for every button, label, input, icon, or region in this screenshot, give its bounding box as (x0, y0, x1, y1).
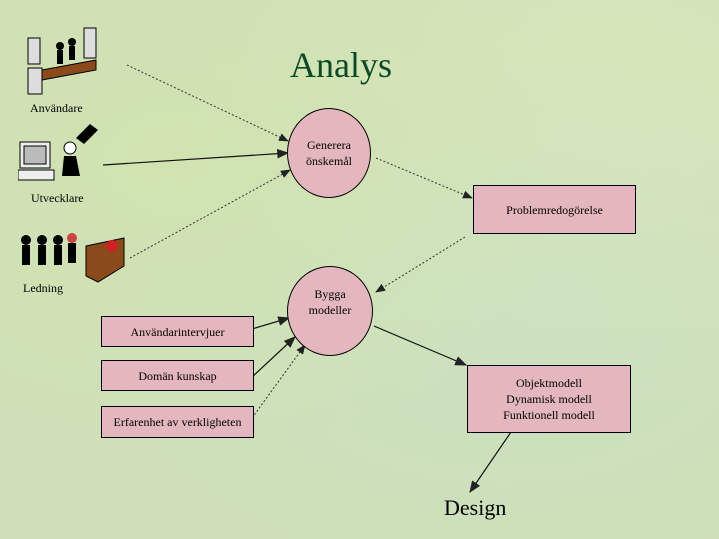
box-modeller-funktionell: Funktionell modell (503, 408, 595, 422)
management-group-icon (21, 233, 125, 283)
arrow-erfarenhet-to-bygga (251, 344, 306, 419)
box-modeller: Objektmodell Dynamisk modell Funktionell… (467, 365, 631, 433)
box-modeller-objekt: Objektmodell (515, 376, 582, 390)
node-bygga-modeller: Bygga modeller (287, 266, 373, 356)
arrow-generera-to-problem (375, 157, 473, 199)
node-generera-line1: Generera (307, 138, 351, 152)
arrow-anvandare-to-generera (126, 64, 289, 142)
box-erfarenhet: Erfarenhet av verkligheten (101, 406, 254, 438)
arrow-problem-to-bygga (375, 236, 466, 293)
box-erfarenhet-label: Erfarenhet av verkligheten (113, 415, 242, 429)
box-anvandarintervjuer: Användarintervjuer (101, 316, 254, 347)
box-doman-kunskap-label: Domän kunskap (138, 368, 217, 383)
design-label: Design (444, 495, 507, 520)
arrow-modeller-to-design (469, 431, 512, 493)
node-bygga-line2: modeller (308, 303, 352, 317)
actor-label-ledning: Ledning (23, 281, 63, 295)
actor-label-anvandare: Användare (30, 101, 83, 115)
node-bygga-line1: Bygga (314, 287, 346, 301)
arrow-utvecklare-to-generera (102, 148, 290, 166)
arrow-ledning-to-generera (129, 169, 291, 259)
node-generera-onskemal: Generera önskemål (287, 108, 371, 198)
box-problemredogorelse-label: Problemredogörelse (506, 202, 603, 217)
actor-label-utvecklare: Utvecklare (31, 191, 84, 205)
arrow-intervjuer-to-bygga (251, 316, 291, 330)
developer-computer-icon (18, 124, 98, 181)
node-generera-line2: önskemål (306, 154, 352, 168)
box-problemredogorelse: Problemredogörelse (473, 185, 636, 234)
page-title: Analys (290, 45, 392, 85)
arrow-bygga-to-modeller (373, 325, 468, 366)
users-at-desk-icon (27, 27, 97, 95)
arrow-doman-to-bygga (251, 336, 296, 378)
box-modeller-dynamisk: Dynamisk modell (506, 392, 592, 406)
box-anvandarintervjuer-label: Användarintervjuer (130, 324, 225, 339)
box-doman-kunskap: Domän kunskap (101, 360, 254, 391)
